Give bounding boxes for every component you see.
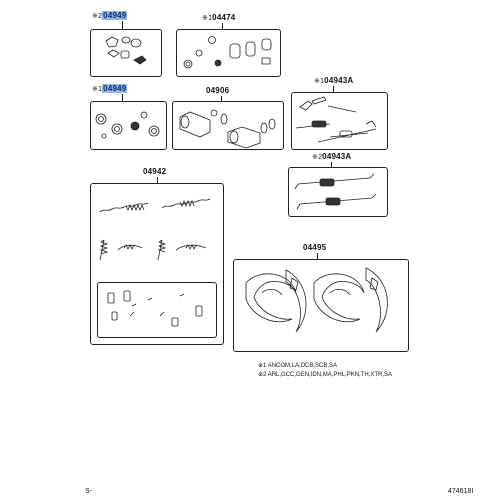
kit-label-k3[interactable]: ※104949 xyxy=(92,84,128,93)
hold-down-parts-k8 xyxy=(107,290,203,327)
kit-code: 04949 xyxy=(102,11,128,20)
spring-parts-k7 xyxy=(99,198,211,261)
kit-code: 04943A xyxy=(324,76,354,85)
footer-right: 474618I xyxy=(448,488,474,495)
cylinder-parts-k2 xyxy=(183,36,272,69)
leader-line xyxy=(122,21,123,29)
note-line: ※2 ARL,GCC,GEN,IDN,MA,PHL,PKN,TH,XTR,SA xyxy=(258,372,393,378)
kit-prefix: ※1 xyxy=(314,78,325,85)
leader-line xyxy=(222,23,223,29)
boot-parts-k1 xyxy=(105,36,147,65)
adjuster-parts-k6 xyxy=(294,173,377,210)
kit-label-k4[interactable]: 04906 xyxy=(206,86,229,95)
leader-line xyxy=(157,177,158,183)
leader-line xyxy=(122,94,123,101)
leader-line xyxy=(333,86,334,92)
leader-line xyxy=(331,162,332,167)
kit-code: 04474 xyxy=(212,13,236,22)
kit-label-k5[interactable]: ※104943A xyxy=(314,76,353,85)
kit-box-k8[interactable] xyxy=(97,282,217,338)
footer-left: S- xyxy=(85,488,92,495)
kit-code: 04943A xyxy=(322,152,352,161)
applicability-notes: ※1 ANCOM,LA,DCB,SCB,SA ※2 ARL,GCC,GEN,ID… xyxy=(258,362,392,380)
cup-parts-k3 xyxy=(95,111,160,139)
kit-prefix: ※1 xyxy=(202,15,213,22)
kit-box-k3[interactable] xyxy=(90,101,167,150)
kit-box-k2[interactable] xyxy=(176,29,281,77)
kit-prefix: ※2 xyxy=(312,154,323,161)
kit-code: 04949 xyxy=(102,84,128,93)
kit-label-k9[interactable]: 04495 xyxy=(303,243,326,252)
leader-line xyxy=(317,253,318,259)
kit-label-k6[interactable]: ※204943A xyxy=(312,152,351,161)
kit-label-k2[interactable]: ※104474 xyxy=(202,13,235,22)
leader-line xyxy=(221,96,222,101)
kit-label-k1[interactable]: ※204949 xyxy=(92,11,128,20)
kit-label-k7[interactable]: 04942 xyxy=(143,167,166,176)
cylinder-assembly-k4 xyxy=(179,109,276,149)
note-line: ※1 ANCOM,LA,DCB,SCB,SA xyxy=(258,363,338,369)
adjuster-parts-k5 xyxy=(295,96,377,143)
kit-code: 04495 xyxy=(303,243,327,252)
kit-box-k6[interactable] xyxy=(288,167,388,217)
brake-shoes-k9 xyxy=(245,267,388,333)
kit-prefix: ※1 xyxy=(92,86,103,93)
kit-code: 04906 xyxy=(206,86,230,95)
kit-prefix: ※2 xyxy=(92,13,103,20)
kit-code: 04942 xyxy=(143,167,167,176)
